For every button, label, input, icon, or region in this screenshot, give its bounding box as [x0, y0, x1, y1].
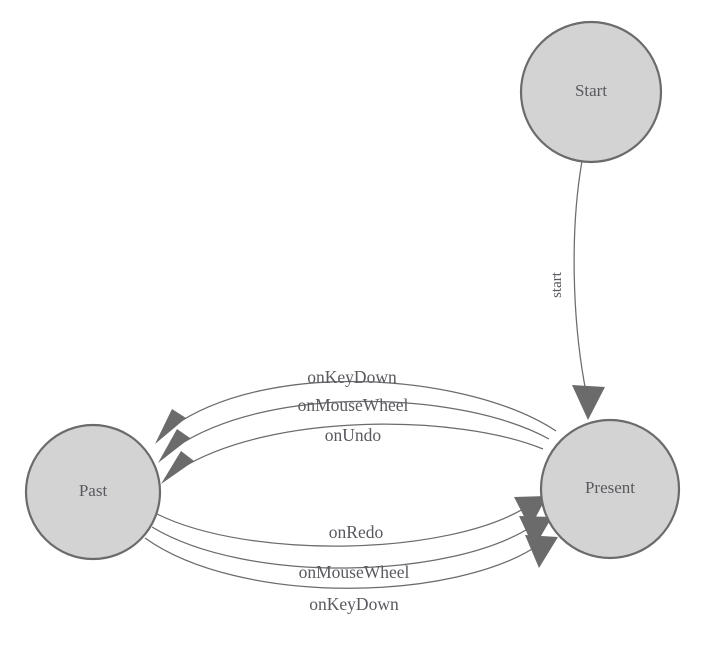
- edge-present-past-keydown-arrowhead: [155, 409, 186, 444]
- edge-present-past-undo-path: [179, 423, 544, 470]
- edge-start-present-path: [573, 160, 587, 393]
- edge-past-present-wheel-arrowhead: [519, 516, 552, 548]
- edge-past-present-keydown[interactable]: onKeyDown: [144, 535, 558, 614]
- edge-past-present-redo-label: onRedo: [329, 522, 384, 542]
- edge-past-present-keydown-arrowhead: [525, 535, 558, 568]
- edge-present-past-wheel-path: [175, 400, 550, 448]
- edge-past-present-wheel-label: onMouseWheel: [299, 562, 410, 582]
- edge-past-present-redo[interactable]: onRedo: [156, 496, 547, 547]
- edge-present-past-wheel-label: onMouseWheel: [298, 395, 409, 415]
- edge-start-present-arrowhead: [572, 385, 605, 420]
- edge-present-past-keydown[interactable]: onKeyDown: [155, 367, 557, 444]
- node-start-circle: [519, 20, 663, 164]
- edge-start-present[interactable]: start: [549, 160, 605, 420]
- edge-past-present-redo-path: [156, 505, 529, 547]
- edge-present-past-wheel[interactable]: onMouseWheel: [158, 395, 550, 463]
- edge-start-present-label: start: [549, 271, 565, 298]
- edge-present-past-keydown-label: onKeyDown: [307, 367, 397, 387]
- node-past-circle: [24, 423, 162, 561]
- node-start[interactable]: Start: [519, 20, 663, 164]
- node-present-circle: [539, 418, 681, 560]
- node-present[interactable]: Present: [539, 418, 681, 560]
- node-start-label: Start: [575, 81, 607, 100]
- edge-past-present-wheel-path: [151, 524, 535, 569]
- edge-present-past-wheel-arrowhead: [158, 429, 190, 463]
- node-present-label: Present: [585, 478, 635, 497]
- edge-past-present-keydown-label: onKeyDown: [309, 594, 399, 614]
- edge-past-present-redo-arrowhead: [514, 496, 547, 528]
- edge-present-past-undo-label: onUndo: [325, 425, 382, 445]
- edge-past-present-wheel[interactable]: onMouseWheel: [151, 516, 552, 582]
- node-past[interactable]: Past: [24, 423, 162, 561]
- node-past-label: Past: [79, 481, 108, 500]
- edge-present-past-undo[interactable]: onUndo: [161, 423, 544, 484]
- edge-past-present-keydown-path: [144, 537, 541, 589]
- edge-present-past-keydown-path: [171, 380, 557, 432]
- edge-present-past-undo-arrowhead: [161, 451, 194, 484]
